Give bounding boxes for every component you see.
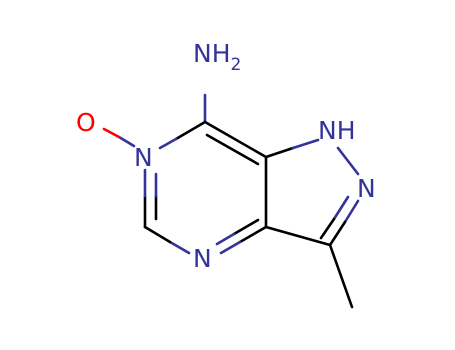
pyrimidine-n-label: N xyxy=(193,244,212,273)
pyrazole-n-label: N xyxy=(357,174,376,203)
bond-n2-c3 xyxy=(343,199,360,224)
bond-n2-c3-inner xyxy=(332,195,350,221)
bond-c3a-n4-n xyxy=(219,240,242,255)
bond-n6-o xyxy=(117,135,136,148)
bond-c7-n6 xyxy=(174,120,207,141)
bond-c7-n6-n xyxy=(158,137,178,150)
bond-c7a-n1-n xyxy=(291,138,320,150)
bond-c3-methyl xyxy=(328,243,354,309)
bond-c3a-n4-inner xyxy=(232,218,260,236)
bond-c7a-n1 xyxy=(264,146,295,159)
bond-n6-o-b xyxy=(102,127,121,139)
bond-n4-c5-b xyxy=(143,225,172,244)
oxide-oxygen-label: O xyxy=(76,108,96,137)
pyrazole-nh-label: NH xyxy=(318,116,356,145)
bond-n1-n2 xyxy=(336,146,360,176)
bond-n4-c5 xyxy=(168,240,191,255)
bond-c3a-n4 xyxy=(238,225,268,244)
atom-labels: NH2 O N NH N N xyxy=(76,39,376,273)
bond-c7-c7a-inner xyxy=(205,133,260,166)
bond-group xyxy=(102,93,360,309)
bond-n2-c3-inner-b xyxy=(319,217,336,240)
n-oxide-nitrogen-label: N xyxy=(134,143,153,172)
bond-c3-c3a xyxy=(264,225,332,247)
amine-nitrogen-label: NH2 xyxy=(193,39,241,75)
bond-c3a-n4-inner-n xyxy=(215,232,236,246)
bond-c7-c7a xyxy=(203,120,268,159)
bond-n2-c3-b xyxy=(328,220,347,247)
